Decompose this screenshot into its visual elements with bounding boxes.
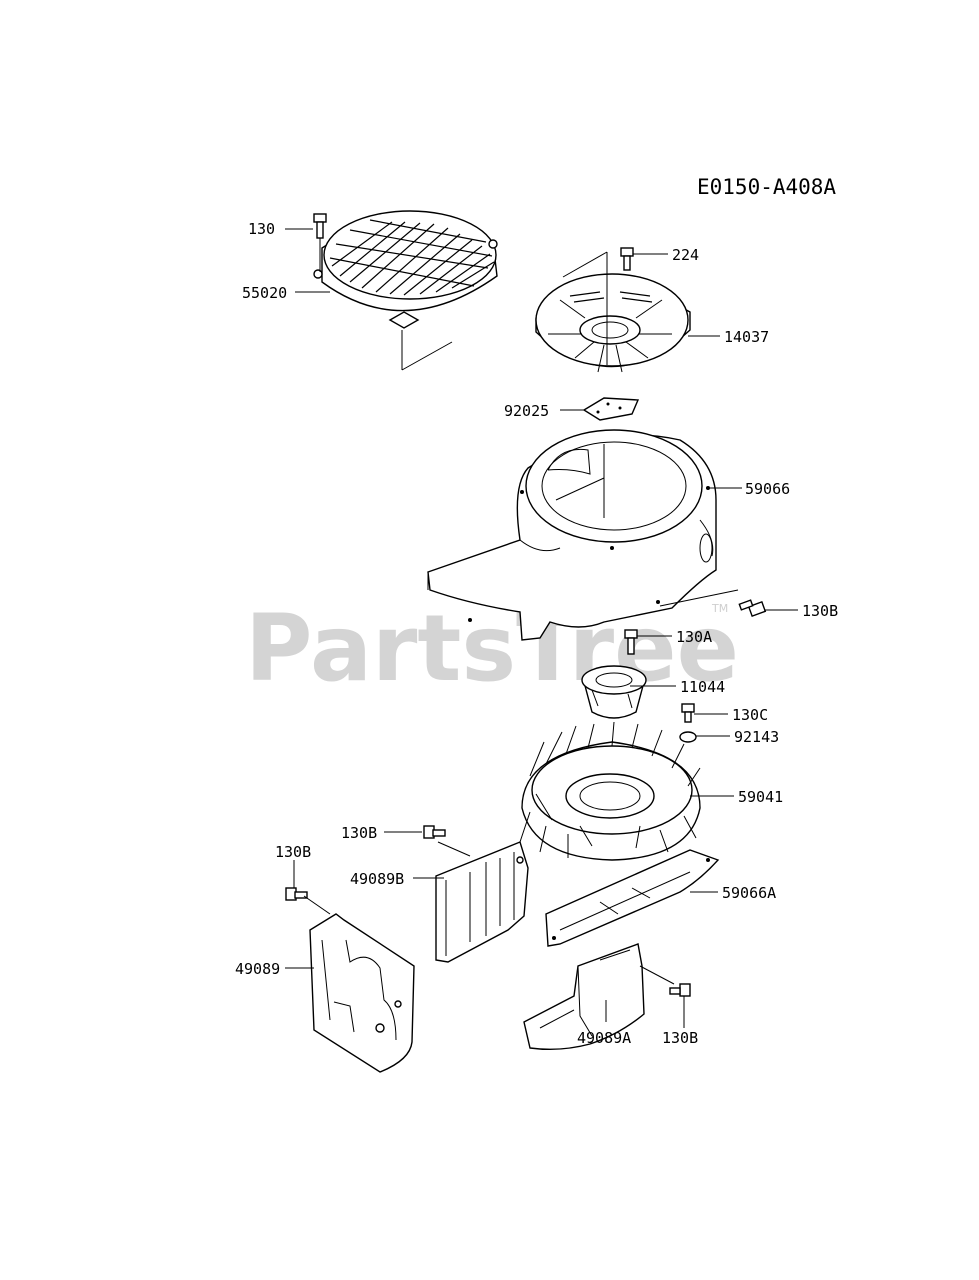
part-59066A-plate[interactable] [545, 849, 720, 947]
bolt-130B-mid[interactable] [423, 825, 446, 839]
washer-92143[interactable] [679, 731, 697, 743]
bolt-130-top[interactable] [313, 213, 327, 239]
diagram-code: E0150-A408A [697, 175, 836, 199]
bolt-130B-right[interactable] [738, 599, 767, 617]
part-49089B-bracket[interactable] [435, 841, 529, 963]
bolt-224[interactable] [620, 247, 634, 271]
guide-line [437, 841, 471, 857]
label-49089[interactable]: 49089 [235, 960, 280, 978]
part-59066-blower-housing[interactable] [427, 429, 717, 641]
label-59041[interactable]: 59041 [738, 788, 783, 806]
label-130B-bottom[interactable]: 130B [662, 1029, 698, 1047]
label-130B-left[interactable]: 130B [275, 843, 311, 861]
part-11044-cup[interactable] [581, 665, 647, 719]
guide-line [401, 341, 453, 371]
part-49089A-cover[interactable] [523, 943, 645, 1051]
label-130[interactable]: 130 [248, 220, 275, 238]
guide-line [639, 965, 675, 985]
bolt-130B-left[interactable] [285, 887, 308, 901]
label-49089A[interactable]: 49089A [577, 1029, 631, 1047]
label-11044[interactable]: 11044 [680, 678, 725, 696]
label-130B-mid[interactable]: 130B [341, 824, 377, 842]
part-55020-screen[interactable] [313, 210, 498, 329]
part-59041-fan[interactable] [519, 721, 701, 861]
label-92025[interactable]: 92025 [504, 402, 549, 420]
label-130C[interactable]: 130C [732, 706, 768, 724]
label-130B-right[interactable]: 130B [802, 602, 838, 620]
label-14037[interactable]: 14037 [724, 328, 769, 346]
watermark: PartsTree TM [245, 595, 739, 702]
watermark-tm: TM [711, 602, 728, 615]
guide-line [659, 589, 739, 607]
bolt-130C[interactable] [681, 703, 695, 723]
label-55020[interactable]: 55020 [242, 284, 287, 302]
part-92025-plate[interactable] [582, 397, 640, 421]
label-49089B[interactable]: 49089B [350, 870, 404, 888]
label-130A[interactable]: 130A [676, 628, 712, 646]
guide-line [303, 895, 331, 915]
guide-line [562, 251, 608, 278]
guide-line [555, 477, 605, 501]
watermark-text: PartsTree [245, 595, 739, 702]
part-14037-fan-screen[interactable] [535, 273, 691, 373]
label-59066A[interactable]: 59066A [722, 884, 776, 902]
bolt-130B-bottom[interactable] [669, 983, 691, 997]
label-92143[interactable]: 92143 [734, 728, 779, 746]
label-224[interactable]: 224 [672, 246, 699, 264]
part-49089-bracket[interactable] [309, 913, 415, 1073]
bolt-130A[interactable] [624, 629, 638, 655]
label-59066[interactable]: 59066 [745, 480, 790, 498]
